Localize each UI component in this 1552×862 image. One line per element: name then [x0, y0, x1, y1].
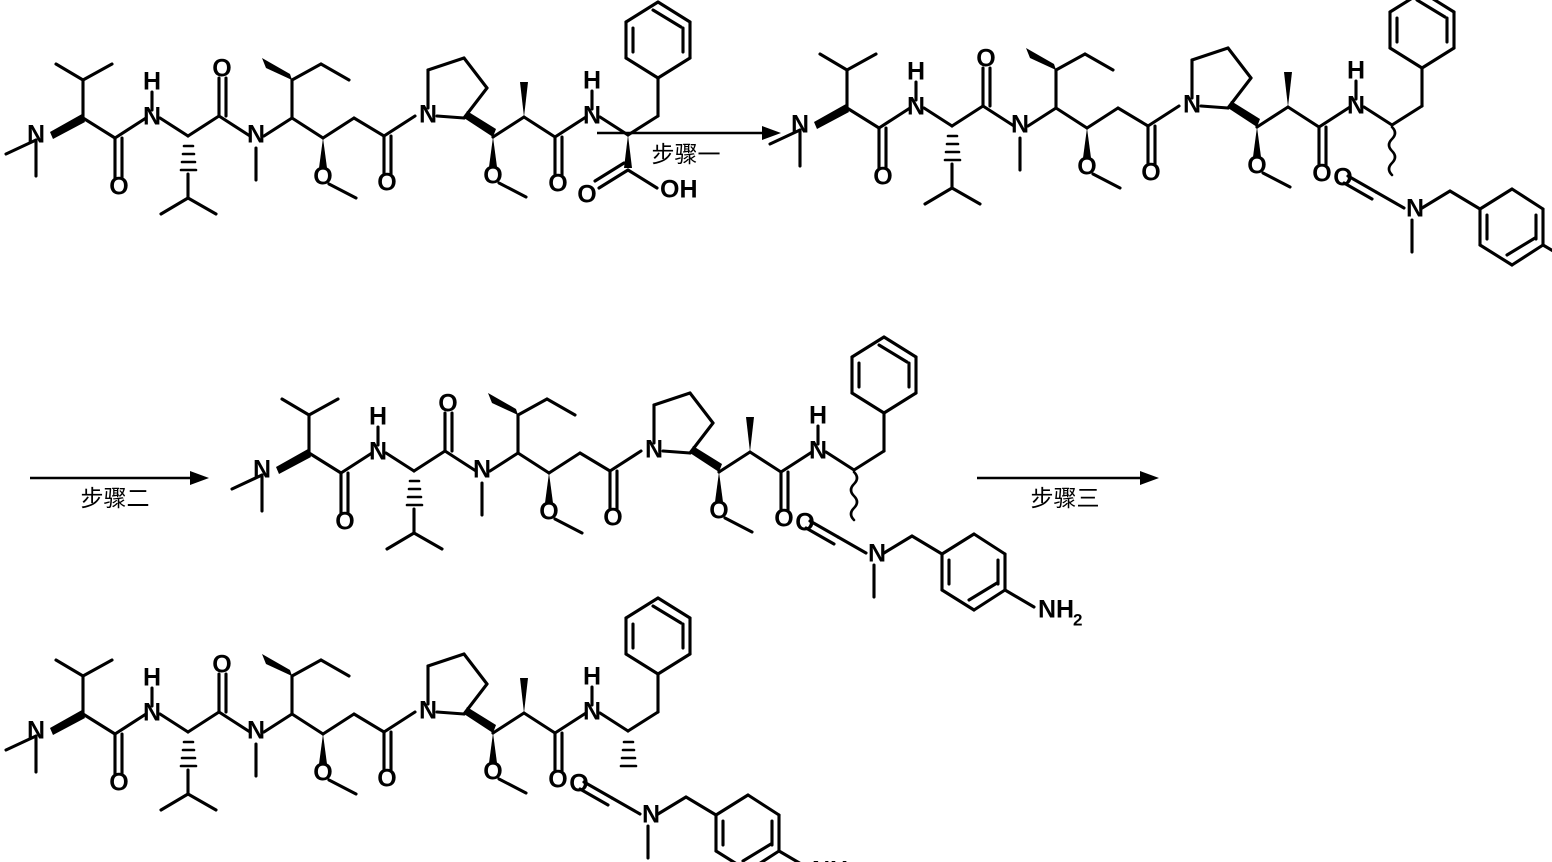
atom-label-n-pyrrolidine: N — [419, 101, 437, 129]
atom-label-o-carbonyl-2: O — [438, 390, 457, 418]
atom-label-n-dimethyl: N — [27, 717, 45, 745]
atom-label-o-carbonyl-2: O — [212, 651, 231, 679]
arrow-label-step-2: 步骤二 — [81, 485, 150, 511]
atom-label-o-carbonyl-4: O — [548, 766, 567, 794]
atom-label-o-carbonyl-4: O — [774, 505, 793, 533]
atom-label-h-amide-1: H — [143, 664, 161, 692]
atom-label-n-amide-2: N — [1347, 92, 1365, 120]
atom-label-o-carbonyl-2: O — [976, 45, 995, 73]
atom-label-n-methyl-1: N — [473, 456, 491, 484]
atom-label-o-acid-double: O — [577, 181, 596, 209]
atom-label-n-methyl-1: N — [1011, 111, 1029, 139]
atom-label-n-pyrrolidine: N — [645, 436, 663, 464]
atom-label-o-carbonyl-2: O — [212, 55, 231, 83]
atom-label-o-carbonyl-1: O — [335, 508, 354, 536]
atom-label-h-amide-1: H — [369, 403, 387, 431]
atom-label-nh-amine: NH — [1038, 596, 1074, 624]
atom-label-n-methyl-1: N — [247, 121, 265, 149]
atom-label-o-carbonyl-1: O — [109, 769, 128, 797]
atom-label-h-amide-1: H — [143, 68, 161, 96]
atom-label-o-methoxy-1: O — [313, 163, 332, 191]
atom-label-h-amide-2: H — [583, 663, 601, 691]
atom-label-n-methyl-2: N — [868, 540, 886, 568]
atom-label-o-carbonyl-3: O — [377, 169, 396, 197]
atom-label-o-carbonyl-1: O — [109, 173, 128, 201]
atom-label-n-dimethyl: N — [791, 111, 809, 139]
atom-label-h-amide-2: H — [1347, 57, 1365, 85]
atom-label-o-carbonyl-4: O — [548, 170, 567, 198]
atom-label-n-amide-1: N — [143, 103, 161, 131]
atom-label-n-amide-1: N — [143, 699, 161, 727]
atom-label-h-amide-2: H — [809, 402, 827, 430]
atom-label-n-amide-2: N — [583, 102, 601, 130]
atom-label-o-methoxy-2: O — [483, 162, 502, 190]
atom-label-n-pyrrolidine: N — [1183, 91, 1201, 119]
atom-label-n-methyl-2: N — [642, 801, 660, 829]
atom-label-o-carbonyl-4: O — [1312, 160, 1331, 188]
atom-label-o-methoxy-2: O — [483, 758, 502, 786]
atom-label-h-amide-2: H — [583, 67, 601, 95]
atom-label-n-dimethyl: N — [253, 456, 271, 484]
atom-label-nh2-subscript: 2 — [1073, 610, 1082, 629]
arrow-label-step-3: 步骤三 — [1031, 485, 1100, 511]
atom-label-n-methyl-2: N — [1406, 195, 1424, 223]
atom-label-h-amide-1: H — [907, 58, 925, 86]
atom-label-n-amide-1: N — [907, 93, 925, 121]
atom-label-o-methoxy-1: O — [539, 498, 558, 526]
atom-label-o-carbonyl-3: O — [1141, 159, 1160, 187]
atom-label-o-carbonyl-3: O — [603, 504, 622, 532]
atom-label-o-carbonyl-3: O — [377, 765, 396, 793]
atom-label-o-methoxy-2: O — [1247, 152, 1266, 180]
atom-label-n-amide-1: N — [369, 438, 387, 466]
atom-label-n-amide-2: N — [809, 437, 827, 465]
atom-label-n-amide-2: N — [583, 698, 601, 726]
atom-label-n-methyl-1: N — [247, 717, 265, 745]
atom-label-o-methoxy-2: O — [709, 497, 728, 525]
atom-label-nh-amine: NH — [812, 857, 848, 862]
arrow-label-step-1: 步骤一 — [652, 141, 721, 167]
atom-label-o-methoxy-1: O — [1077, 153, 1096, 181]
atom-label-o-carbonyl-1: O — [873, 163, 892, 191]
atom-label-oh-acid: OH — [660, 176, 698, 204]
atom-label-n-pyrrolidine: N — [419, 697, 437, 725]
atom-label-n-dimethyl: N — [27, 121, 45, 149]
atom-label-o-carbonyl-5: O — [1333, 164, 1352, 192]
atom-label-o-carbonyl-5: O — [569, 770, 588, 798]
atom-label-o-carbonyl-5: O — [795, 509, 814, 537]
atom-label-o-methoxy-1: O — [313, 759, 332, 787]
